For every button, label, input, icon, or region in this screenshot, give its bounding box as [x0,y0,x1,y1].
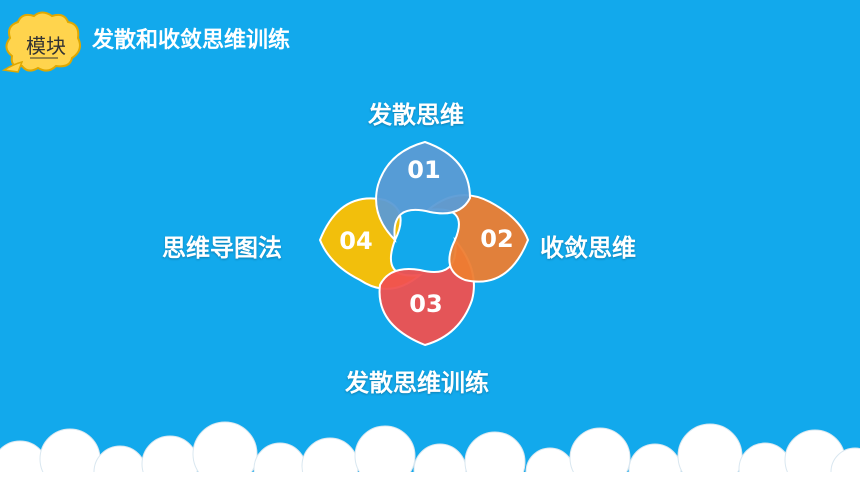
petal-label-04: 思维导图法 [162,234,282,262]
speech-bubble-icon [1,11,81,73]
petal-label-03: 发散思维训练 [345,369,489,397]
module-badge: 模块 [0,8,86,78]
badge-label: 模块 [26,34,66,58]
petal-label-02: 收敛思维 [540,234,636,262]
petal-number-02: 02 [480,225,513,253]
petal-number-01: 01 [407,156,440,184]
petal-number-03: 03 [409,290,442,318]
cloud-border [0,421,860,484]
four-petal-diagram: 01 02 03 04 [318,140,530,347]
petal-02 [424,194,530,283]
page-title: 发散和收敛思维训练 [92,28,291,53]
petal-label-01: 发散思维 [368,101,464,129]
petal-01 [375,140,472,243]
petal-number-04: 04 [339,227,372,255]
